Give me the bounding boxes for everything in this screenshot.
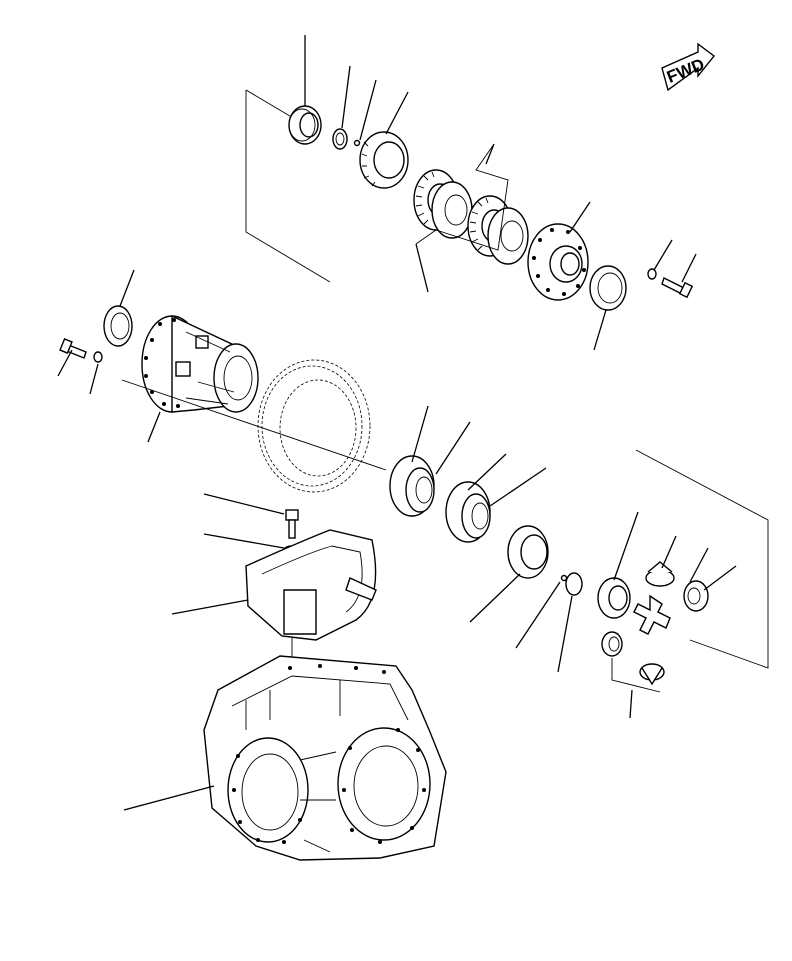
steel-plate-b bbox=[487, 207, 529, 265]
thrust-washer-top bbox=[288, 105, 322, 145]
friction-plate-d bbox=[445, 481, 491, 543]
lock-plate-cover bbox=[245, 529, 377, 641]
bolt-left bbox=[59, 338, 87, 359]
pinion-gear-c bbox=[601, 631, 623, 657]
washer-right bbox=[647, 268, 657, 280]
pinion-gear-b bbox=[683, 580, 709, 612]
fwd-direction-badge: FWD bbox=[661, 42, 715, 92]
differential-case bbox=[141, 314, 259, 413]
bearing-left bbox=[103, 305, 133, 347]
fwd-label: FWD bbox=[664, 55, 707, 87]
leader-lines bbox=[57, 35, 737, 811]
side-gear-top bbox=[359, 131, 409, 189]
axle-housing bbox=[203, 655, 447, 861]
pin-bottom bbox=[560, 574, 568, 582]
pinion-gear-a bbox=[645, 561, 675, 587]
bearing-right bbox=[589, 265, 627, 311]
flange-case-top bbox=[527, 223, 589, 301]
snap-ring-bottom bbox=[565, 572, 583, 596]
washer-left bbox=[93, 351, 103, 363]
pin-top bbox=[353, 139, 361, 147]
thrust-washer-bottom bbox=[597, 577, 631, 619]
steel-plate-a bbox=[431, 181, 473, 239]
bolt-right bbox=[661, 277, 694, 299]
bolt-cover bbox=[285, 509, 299, 539]
axis-line-left bbox=[121, 379, 387, 471]
pinion-bracket bbox=[611, 658, 661, 693]
friction-plate-c bbox=[389, 455, 435, 517]
spider-group-bracket bbox=[635, 449, 769, 669]
side-gear-bottom bbox=[507, 525, 549, 579]
ring-gear-dashed bbox=[257, 359, 371, 493]
snap-ring-top bbox=[332, 128, 348, 150]
spider-cross bbox=[633, 594, 671, 635]
pinion-gear-d bbox=[639, 663, 665, 686]
